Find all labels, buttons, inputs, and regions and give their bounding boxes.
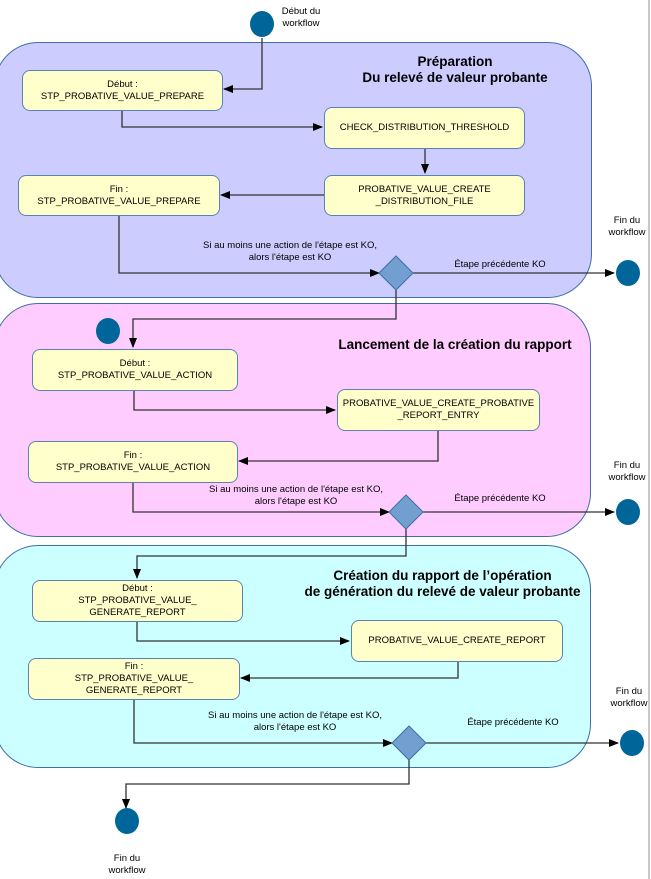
label-line: Début du — [281, 6, 321, 17]
node-label: _REPORT_ENTRY — [397, 410, 480, 421]
node-debut-stp-generate-report[interactable]: Début : STP_PROBATIVE_VALUE_ GENERATE_RE… — [32, 580, 243, 622]
node-check-distribution-threshold[interactable]: CHECK_DISTRIBUTION_THRESHOLD — [324, 107, 525, 149]
label-line: Étape précédente KO — [454, 493, 546, 504]
node-label: PROBATIVE_VALUE_CREATE_REPORT — [368, 635, 546, 646]
connector-fin-action-to-decision — [132, 483, 390, 516]
node-create-distribution-file[interactable]: PROBATIVE_VALUE_CREATE _DISTRIBUTION_FIL… — [324, 175, 525, 216]
node-label: STP_PROBATIVE_VALUE_ACTION — [55, 462, 211, 473]
ko-label: Étape précédente KO — [463, 717, 563, 729]
connector-create-entry-to-fin-action — [238, 431, 439, 465]
end-label: Fin du workflow — [604, 215, 650, 239]
node-label: CHECK_DISTRIBUTION_THRESHOLD — [339, 122, 510, 133]
decision-diamond-icon — [378, 255, 414, 291]
connector-create-report-to-fin-generate — [240, 662, 459, 682]
label-line: Fin du — [613, 215, 641, 226]
label-line: Fin du — [615, 686, 643, 697]
node-label: STP_PROBATIVE_VALUE_ — [74, 673, 194, 684]
lane-title-creation: Création du rapport de l’opération de gé… — [300, 568, 585, 600]
label-line: Étape précédente KO — [454, 259, 546, 270]
node-label: PROBATIVE_VALUE_CREATE — [358, 183, 491, 195]
end-label: Fin du workflow — [604, 460, 650, 484]
node-label: STP_PROBATIVE_VALUE_PREPARE — [37, 195, 201, 207]
end-terminal-icon — [616, 499, 640, 525]
node-label: STP_PROBATIVE_VALUE_PREPARE — [40, 90, 205, 102]
connector-debut-action-to-create-entry — [133, 391, 336, 414]
lane2-start-terminal-icon — [96, 318, 120, 344]
node-label: Fin : — [109, 183, 129, 195]
connector-start-to-debut-prepare — [223, 38, 263, 93]
final-end-terminal-icon — [115, 808, 139, 834]
condition-label: Si au moins une action de l'étape est KO… — [195, 710, 395, 734]
lane-title-lancement: Lancement de la création du rapport — [330, 337, 580, 353]
label-line: workflow — [610, 698, 648, 709]
connector-fin-generate-to-decision — [133, 700, 393, 747]
label-line: Si au moins une action de l'étape est KO… — [208, 710, 382, 721]
page-edge-divider — [648, 0, 650, 879]
node-create-report[interactable]: PROBATIVE_VALUE_CREATE_REPORT — [351, 620, 563, 662]
node-fin-stp-action[interactable]: Fin : STP_PROBATIVE_VALUE_ACTION — [28, 441, 238, 483]
label-line: workflow — [282, 18, 320, 29]
start-label: Début du workflow — [280, 6, 322, 30]
label-line: workflow — [108, 865, 146, 876]
lane-title-line: Lancement de la création du rapport — [338, 337, 572, 352]
connector-debut-to-check — [121, 111, 323, 131]
decision-diamond-icon — [388, 494, 424, 530]
node-label: Fin : — [123, 450, 143, 461]
lane-title-line: de génération du relevé de valeur proban… — [304, 584, 581, 599]
condition-label: Si au moins une action de l'étape est KO… — [196, 484, 396, 508]
node-label: Début : — [119, 358, 151, 369]
label-line: workflow — [608, 227, 646, 238]
end-label: Fin du workflow — [606, 686, 651, 710]
ko-label: Étape précédente KO — [450, 493, 550, 505]
end-terminal-icon — [616, 260, 640, 286]
label-line: Si au moins une action de l'étape est KO… — [209, 484, 383, 495]
ko-label: Étape précédente KO — [450, 259, 550, 271]
start-terminal-icon — [250, 11, 274, 37]
node-label: Début : — [107, 78, 138, 90]
connector-decision2-to-lane3 — [133, 529, 407, 579]
label-line: Fin du — [613, 460, 641, 471]
label-line: Fin du — [113, 853, 141, 864]
node-label: GENERATE_REPORT — [85, 685, 183, 696]
lane-title-line: Création du rapport de l’opération — [333, 568, 552, 583]
lane-title-line: Préparation — [417, 54, 493, 69]
label-line: alors l'étape est KO — [254, 496, 338, 507]
condition-label: Si au moins une action de l'étape est KO… — [190, 240, 390, 264]
node-fin-stp-prepare[interactable]: Fin : STP_PROBATIVE_VALUE_PREPARE — [18, 175, 220, 216]
connector-decision3-to-final-end — [122, 760, 410, 809]
label-line: alors l'étape est KO — [253, 722, 337, 733]
label-line: Étape précédente KO — [467, 717, 559, 728]
final-end-label: Fin du workflow — [104, 853, 150, 877]
node-label: STP_PROBATIVE_VALUE_ — [78, 595, 197, 606]
lane-title-line: Du relevé de valeur probante — [362, 70, 548, 85]
connector-debut-generate-to-create-report — [136, 622, 350, 645]
label-line: Si au moins une action de l'étape est KO… — [203, 240, 377, 251]
node-debut-stp-action[interactable]: Début : STP_PROBATIVE_VALUE_ACTION — [32, 349, 238, 391]
node-label: GENERATE_REPORT — [89, 607, 186, 618]
node-label: PROBATIVE_VALUE_CREATE_PROBATIVE — [342, 398, 535, 409]
node-create-probative-report-entry[interactable]: PROBATIVE_VALUE_CREATE_PROBATIVE _REPORT… — [337, 389, 540, 431]
lane-title-preparation: Préparation Du relevé de valeur probante — [340, 54, 570, 86]
connector-decision1-to-lane2 — [129, 290, 397, 348]
node-fin-stp-generate-report[interactable]: Fin : STP_PROBATIVE_VALUE_ GENERATE_REPO… — [28, 658, 240, 700]
node-debut-stp-prepare[interactable]: Début : STP_PROBATIVE_VALUE_PREPARE — [22, 70, 223, 111]
node-label: Début : — [122, 583, 153, 594]
end-terminal-icon — [620, 730, 644, 756]
node-label: STP_PROBATIVE_VALUE_ACTION — [57, 370, 213, 381]
connector-fin-prepare-to-decision — [118, 216, 380, 277]
label-line: alors l'étape est KO — [248, 252, 332, 263]
node-label: Fin : — [124, 661, 144, 672]
decision-diamond-icon — [391, 725, 427, 761]
node-label: _DISTRIBUTION_FILE — [375, 195, 474, 207]
label-line: workflow — [608, 472, 646, 483]
